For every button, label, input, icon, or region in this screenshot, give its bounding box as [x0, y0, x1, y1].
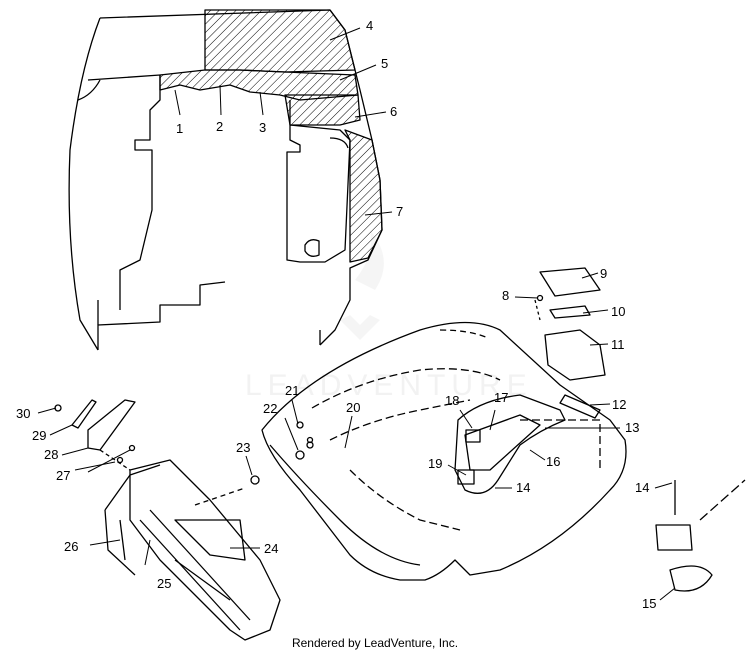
callout-12: 12 — [612, 397, 626, 412]
callout-2: 2 — [216, 119, 223, 134]
upper-hood — [68, 9, 383, 351]
callout-15: 15 — [642, 596, 656, 611]
callout-13: 13 — [625, 420, 639, 435]
callout-26: 26 — [64, 539, 78, 554]
callout-29: 29 — [32, 428, 46, 443]
callout-10: 10 — [611, 304, 625, 319]
hinge-assembly — [655, 479, 746, 592]
callout-6: 6 — [390, 104, 397, 119]
callout-28: 28 — [44, 447, 58, 462]
callout-labels: 1 2 3 4 5 6 7 8 9 10 11 12 13 14 14 15 1… — [16, 18, 656, 611]
callout-24: 24 — [264, 541, 278, 556]
console-assembly — [534, 267, 606, 419]
callout-17: 17 — [494, 390, 508, 405]
callout-16: 16 — [546, 454, 560, 469]
watermark-logo: LEADVENTURE — [245, 230, 533, 402]
watermark-text: LEADVENTURE — [245, 369, 533, 402]
callout-20: 20 — [346, 400, 360, 415]
callout-27: 27 — [56, 468, 70, 483]
side-handle — [71, 399, 136, 471]
callout-30: 30 — [16, 406, 30, 421]
callout-22: 22 — [263, 401, 277, 416]
callout-1: 1 — [176, 121, 183, 136]
callout-4: 4 — [366, 18, 373, 33]
callout-8: 8 — [502, 288, 509, 303]
callout-7: 7 — [396, 204, 403, 219]
callout-3: 3 — [259, 120, 266, 135]
render-credit: Rendered by LeadVenture, Inc. — [291, 636, 459, 650]
callout-19: 19 — [428, 456, 442, 471]
callout-21: 21 — [285, 383, 299, 398]
callout-18: 18 — [445, 393, 459, 408]
callout-11: 11 — [611, 337, 625, 352]
lower-hood — [261, 321, 627, 581]
leader-lines — [37, 27, 676, 601]
front-grille — [104, 459, 281, 641]
callout-5: 5 — [381, 56, 388, 71]
callout-9: 9 — [600, 266, 607, 281]
fasteners — [54, 294, 544, 485]
callout-14b: 14 — [635, 480, 649, 495]
callout-23: 23 — [236, 440, 250, 455]
callout-14a: 14 — [516, 480, 530, 495]
callout-25: 25 — [157, 576, 171, 591]
